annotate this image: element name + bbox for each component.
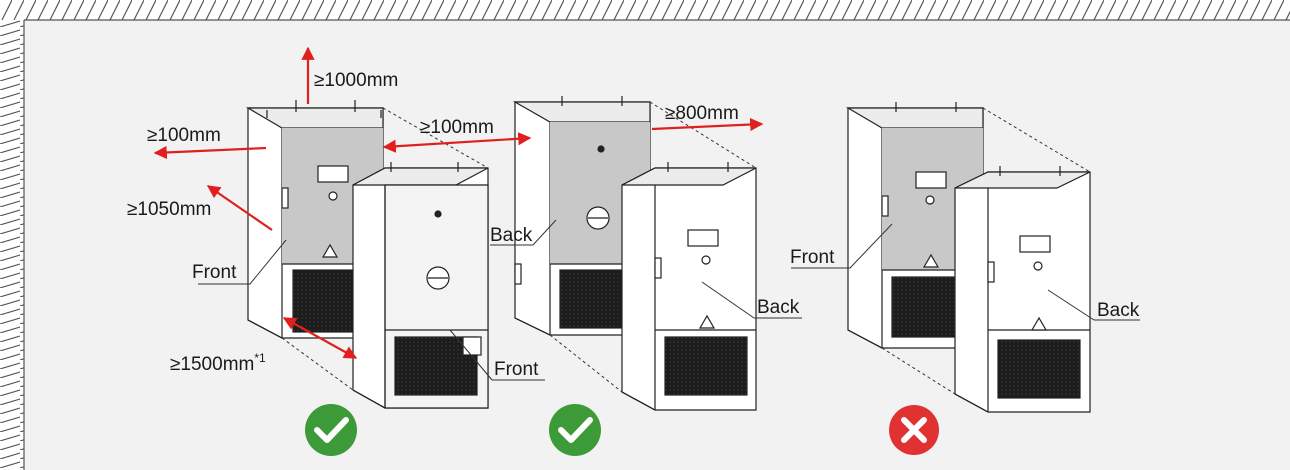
clearance-front-value: ≥1500mm [170, 354, 254, 375]
arrow-left [153, 145, 267, 160]
cabinet-3-front [954, 166, 1091, 413]
cross-icon-layout-3 [889, 405, 939, 455]
label-front-layout1-back: Front [192, 262, 237, 283]
arrow-front [282, 317, 358, 359]
left-wall-hatch [0, 20, 24, 470]
check-icon-layout-2 [549, 404, 601, 456]
cabinet-1-front [352, 162, 489, 409]
label-clearance-top: ≥1000mm [314, 70, 398, 91]
clearance-front-note: *1 [254, 351, 266, 365]
cabinet-2-front [621, 162, 757, 411]
label-front-layout3-back: Front [790, 247, 835, 268]
label-back-layout2-back: Back [490, 225, 533, 246]
label-clearance-side-left: ≥100mm [147, 125, 221, 146]
layout-1-cabinets [245, 100, 489, 409]
label-clearance-rear: ≥800mm [665, 103, 739, 124]
clearance-arrows [153, 46, 764, 359]
leader-lines [198, 219, 1140, 381]
arrow-rear [651, 117, 764, 132]
top-wall-hatch [0, 0, 1290, 20]
layout-2-cabinets [512, 96, 757, 411]
label-back-layout2-front: Back [757, 297, 800, 318]
label-clearance-diagonal: ≥1050mm [127, 199, 211, 220]
layout-3-cabinets [845, 102, 1091, 413]
label-clearance-between: ≥100mm [420, 117, 494, 138]
label-clearance-front: ≥1500mm*1 [170, 351, 266, 375]
arrow-between [382, 132, 532, 153]
arrow-diagonal [206, 185, 273, 231]
check-icon-layout-1 [305, 404, 357, 456]
label-back-layout3-front: Back [1097, 300, 1140, 321]
label-front-layout1-front: Front [494, 359, 539, 380]
